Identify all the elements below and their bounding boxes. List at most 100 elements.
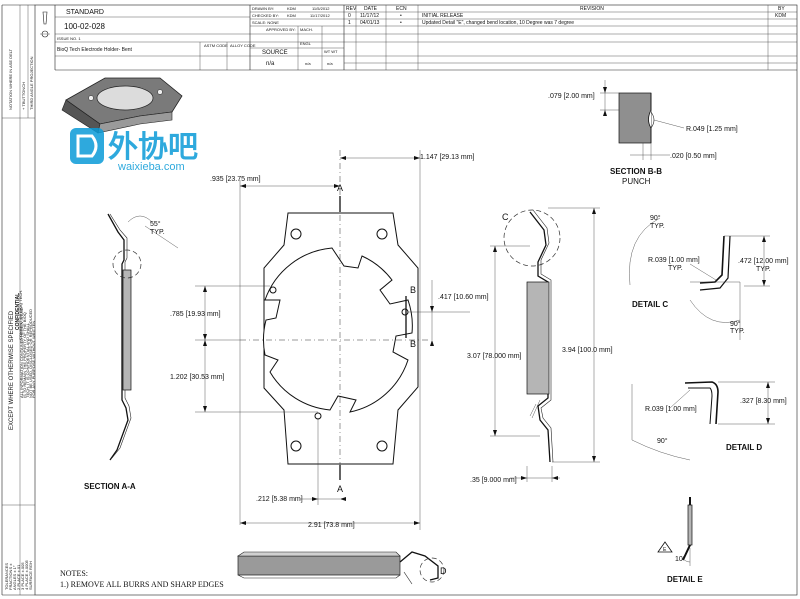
section-a-bottom: A <box>337 484 343 494</box>
na-value-2: n/a <box>327 61 333 66</box>
detail-c-view: 90° TYP. R.039 [1.00 mm] TYP. .472 [12.0… <box>629 214 789 340</box>
by-header: BY <box>778 6 785 12</box>
mach-label: MACH. <box>300 27 313 32</box>
notes-block: NOTES: 1.) REMOVE ALL BURRS AND SHARP ED… <box>60 569 224 589</box>
detail-e-label: DETAIL E <box>667 575 703 584</box>
drawn-date: 11/5/2012 <box>312 6 330 11</box>
mount-hole-3 <box>290 440 302 452</box>
mount-hole-1 <box>290 228 302 240</box>
dim-291: 2.91 [73.8 mm] <box>308 522 355 529</box>
date-header: DATE <box>364 6 378 12</box>
strip-text-3: THIRD ANGLE PROJECTION <box>29 56 34 110</box>
rev-row-0-date: 11/17/12 <box>360 13 379 19</box>
checked-by-name: KDM <box>287 13 296 18</box>
dim-212: .212 [5.38 mm] <box>256 496 303 503</box>
watermark-brand: 外协吧 <box>108 131 198 164</box>
section-bb-view: .079 [2.00 mm] R.049 [1.25 mm] .020 [0.5… <box>548 80 738 186</box>
section-aa-view: 55° TYP. SECTION A-A <box>84 213 179 491</box>
issue-no: ISSUE NO. 1 <box>57 36 81 41</box>
rev-row-1-date: 04/01/13 <box>360 20 380 26</box>
sec-aa-typ: TYP. <box>150 229 165 236</box>
projection-symbol <box>40 11 50 38</box>
detail-c-90b: 90° <box>730 320 741 328</box>
detail-d-view: .327 [8.30 mm] R.039 [1.00 mm] 90° DETAI… <box>631 381 787 461</box>
section-aa-label: SECTION A-A <box>84 482 136 491</box>
dim-1147: 1.147 [29.13 mm] <box>420 154 475 161</box>
punch-label: PUNCH <box>622 177 651 186</box>
section-a-top: A <box>337 183 343 193</box>
sec-aa-angle: 55° <box>150 220 161 228</box>
center-opening <box>262 247 413 413</box>
watermark-url: waixieba.com <box>117 161 185 173</box>
tol-line-2: ANGLES ± 1° <box>12 565 17 590</box>
bottom-iso-view: D <box>237 551 447 585</box>
astm-code-label: ASTM CODE <box>204 43 228 48</box>
part-number: 100-02-028 <box>64 22 105 31</box>
tol-line-3: 2 PLACE ±.01 <box>16 564 21 590</box>
revision-header: REVISION <box>580 6 604 12</box>
revision-table: REV DATE ECN REVISION BY 0 11/17/12 • IN… <box>344 5 797 70</box>
drawn-by-name: KDM <box>287 6 296 11</box>
legal-line-3: NOT BE USED, DISCLOSED OR REPRODUCED <box>28 309 33 398</box>
detail-e-view: 10° E DETAIL E <box>657 497 703 584</box>
strip-text-1: NOTATION WHERE IN ASE DELT <box>8 48 13 110</box>
standard-label: STANDARD <box>66 9 104 16</box>
dim-307: 3.07 [78.000 mm] <box>467 353 522 360</box>
rev-row-0-text: INITIAL RELEASE <box>422 13 464 19</box>
legal-line-1: IS TO REMAIN THE PROPERTY OF THE BIOQ <box>22 312 27 398</box>
legal-line-0: ALL INFORMATION CONTAINED HEREIN IS AND <box>19 307 24 398</box>
detail-d-90: 90° <box>657 437 668 445</box>
dim-785: .785 [19.93 mm] <box>170 311 221 318</box>
isometric-view <box>61 77 183 134</box>
section-b-upper: B <box>410 285 416 295</box>
sheet-border <box>34 4 798 596</box>
section-b-lower: B <box>410 339 416 349</box>
detail-c-typ-a: TYP. <box>650 223 665 230</box>
detail-c-bubble: C <box>502 212 509 222</box>
tol-line-1: FRACTIONS ± <box>8 563 13 590</box>
tol-line-5: 4 PLACE ±.0005 <box>24 559 29 590</box>
mount-hole-4 <box>376 440 388 452</box>
except-text: EXCEPT WHERE OTHERWISE SPECIFIED <box>9 310 15 430</box>
source-value: n/a <box>266 61 275 67</box>
dim-935: .935 [23.75 mm] <box>210 176 261 183</box>
rev-row-1-ecn: • <box>400 20 402 26</box>
approved-label: APPROVED BY: <box>266 27 296 32</box>
detail-c-typ-c: TYP. <box>756 266 771 273</box>
engl-label: ENGL <box>300 41 312 46</box>
dim-020: .020 [0.50 mm] <box>670 153 717 160</box>
mount-hole-2 <box>376 228 388 240</box>
checked-by-label: CHECKED BY: <box>252 13 279 18</box>
detail-d-327: .327 [8.30 mm] <box>740 398 787 405</box>
na-value-1: n/a <box>305 61 311 66</box>
detail-e-10: 10° <box>675 555 686 563</box>
rev-row-0-ecn: • <box>400 13 402 19</box>
strip-text-2: + TBUTTONCH <box>21 82 26 110</box>
legal-line-4: FOR ANY PURPOSE WITHOUT WRITTEN <box>31 321 36 398</box>
detail-c-90a: 90° <box>650 214 661 222</box>
section-bb-label: SECTION B-B <box>610 167 662 176</box>
legal-line-5: CONSENT OF BIOQ TECH. <box>18 290 23 340</box>
rev-row-0-rev: 0 <box>348 13 351 19</box>
note-item-1: 1.) REMOVE ALL BURRS AND SHARP EDGES <box>60 580 224 589</box>
checked-date: 11/17/2012 <box>310 13 330 18</box>
dim-394: 3.94 [100.0 mm] <box>562 347 613 354</box>
rev-row-0-by: KDM <box>775 13 786 19</box>
alloy-code-label: ALLOY CODE <box>230 43 256 48</box>
dim-079: .079 [2.00 mm] <box>548 93 595 100</box>
drawn-by-label: DRAWN BY: <box>252 6 274 11</box>
rev-row-1-text: Updated Detail "E", changed bend locatio… <box>422 20 574 26</box>
detail-d-r039: R.039 [1.00 mm] <box>645 406 697 413</box>
dim-1202: 1.202 [30.53 mm] <box>170 374 225 381</box>
detail-c-typ-d: TYP. <box>730 328 745 335</box>
wt-label: WT WT <box>324 49 338 54</box>
tol-line-0: TOLERANCES <box>4 563 9 590</box>
tol-line-6: SURFACE RGH <box>28 561 33 590</box>
part-description: BioQ Tech Electrode Holder- Bent <box>57 47 133 53</box>
notes-heading: NOTES: <box>60 569 88 578</box>
dim-35: .35 [9.000 mm] <box>470 477 517 484</box>
rev-row-1-rev: 1 <box>348 20 351 26</box>
detail-c-r039: R.039 [1.00 mm] <box>648 257 700 264</box>
watermark: 外协吧 waixieba.com <box>70 128 198 173</box>
